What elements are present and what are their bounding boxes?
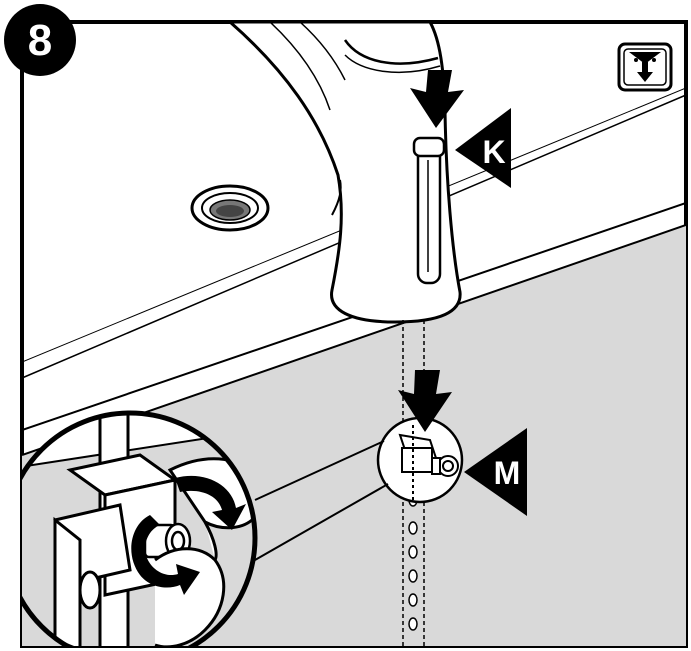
- under-sink-install-icon: [617, 42, 673, 92]
- down-arrow-bracket-icon: [398, 370, 452, 432]
- callout-m: M: [464, 428, 527, 516]
- callout-k-label: K: [482, 134, 505, 170]
- callout-k: K: [455, 108, 511, 188]
- rotation-arrows: [131, 475, 246, 595]
- sink-hole: [190, 184, 270, 232]
- callout-m-label: M: [494, 455, 521, 491]
- step-badge: 8: [4, 4, 76, 76]
- step-number: 8: [28, 16, 52, 65]
- shank-k: [412, 136, 446, 285]
- down-arrow-icon: [410, 70, 464, 128]
- bracket-detail-circle: [376, 416, 464, 504]
- detail-leader-lines: [254, 440, 389, 561]
- magnified-detail: [22, 410, 258, 646]
